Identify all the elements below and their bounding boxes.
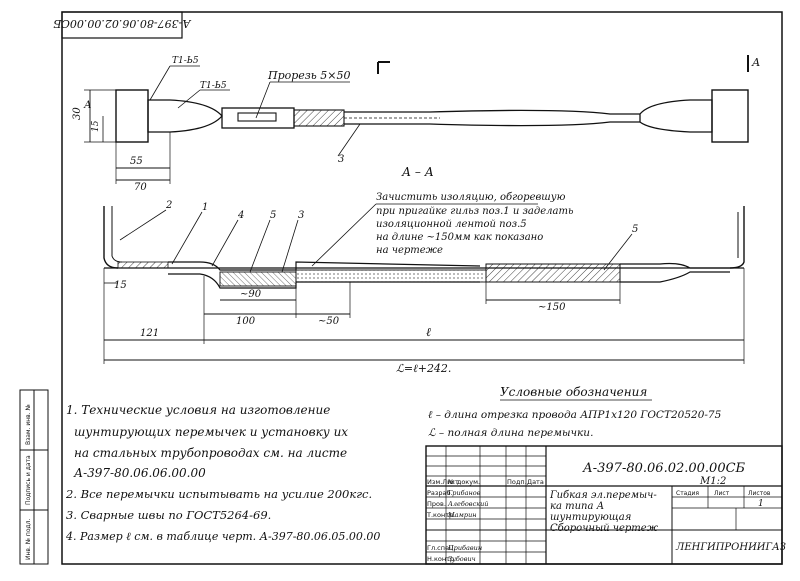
tb-row5-role: Н.контр.	[427, 555, 456, 563]
label-slot: Прорезь 5×50	[267, 69, 351, 82]
tb-scale: М1:2	[699, 476, 726, 487]
top-code-box	[61, 11, 183, 39]
weld-left	[117, 261, 169, 269]
cable-top-edge	[344, 109, 640, 115]
right-lug	[711, 89, 749, 143]
side-stamp: Инв. № подл. Подпись и дата Взам. инв. №	[19, 389, 49, 565]
tape-winding	[293, 109, 345, 127]
right-flange	[729, 206, 745, 269]
note-line4: на длине ~150мм как показано	[376, 232, 543, 243]
section-a-left: А	[83, 100, 92, 111]
tb-row3-name: Мамрин	[447, 511, 477, 519]
note-1b: шунтирующих перемычек и установку их	[74, 425, 348, 439]
note-1a: 1. Технические условия на изготовление	[66, 403, 330, 417]
dim-15-top: 15	[91, 120, 101, 132]
pos-4: 4	[237, 210, 244, 221]
title-block: А-397-80.06.02.00.00СБ Гибкая эл.перемыч…	[425, 445, 786, 565]
dim-l: ℓ	[426, 325, 431, 339]
tb-org: ЛЕНГИПРОНИИГАЗ	[675, 542, 786, 553]
tape-section	[485, 263, 621, 283]
legend-L: ℒ – полная длина перемычки.	[428, 427, 593, 439]
cable-bottom-edge	[344, 121, 640, 127]
note-line1: Зачистить изоляцию, обгоревшую	[376, 192, 566, 203]
tb-row2-role: Пров.	[427, 500, 446, 508]
slot-body	[221, 107, 295, 129]
tb-row0-date: Дата	[527, 478, 544, 486]
pos-5-right: 5	[632, 224, 638, 235]
tb-row1-role: Разраб.	[427, 489, 453, 497]
note-2: 2. Все перемычки испытывать на усилие 20…	[65, 487, 372, 501]
note-line3: изоляционной лентой поз.5	[376, 219, 527, 230]
tb-sheets-label: Листов	[748, 490, 771, 497]
dim-121: 121	[140, 328, 159, 339]
section-marker-left	[377, 61, 390, 74]
pos-1: 1	[202, 202, 208, 213]
note-1c: на стальных трубопроводах см. на листе	[74, 446, 347, 460]
section-title: А – А	[401, 165, 434, 179]
tb-row5-name: Зубович	[448, 555, 476, 563]
note-4: 4. Размер ℓ см. в таблице черт. А-397-80…	[65, 530, 380, 543]
tb-row3-role: Т.контр.	[426, 511, 455, 519]
tb-row0-role: Изм.Лист	[427, 478, 459, 486]
dim-90: ~90	[240, 289, 262, 300]
slot	[237, 112, 277, 122]
right-sleeve	[639, 99, 713, 133]
side-stamp-col3: Взам. инв. №	[25, 404, 32, 445]
dim-150: ~150	[538, 302, 566, 313]
section-mark-label: А	[751, 56, 760, 69]
tb-row0-sign: Подп.	[507, 478, 527, 486]
note-1d: А-397-80.06.06.00.00	[73, 466, 206, 480]
pos-5: 5	[270, 210, 276, 221]
dim-50: ~50	[318, 316, 340, 327]
pos-2: 2	[165, 200, 172, 211]
note-3: 3. Сварные швы по ГОСТ5264-69.	[66, 508, 271, 522]
tb-row4-name: Прибавин	[447, 544, 482, 552]
tb-name-1: Гибкая эл.перемыч-	[549, 490, 657, 501]
section-view: А – А Зачистить изоляцию, обгоревшую при…	[103, 165, 745, 375]
note-line5: на чертеже	[376, 245, 443, 256]
tb-stage-label: Стадия	[676, 490, 699, 497]
legend: Условные обозначения ℓ – длина отрезка п…	[428, 385, 722, 439]
tb-sheet-label: Лист	[714, 490, 730, 497]
dim-70: 70	[134, 182, 147, 193]
legend-l: ℓ – длина отрезка провода АПР1х120 ГОСТ2…	[428, 409, 722, 421]
pos-3: 3	[298, 210, 304, 221]
tb-row1-name: Грибанов	[447, 489, 481, 497]
dim-30: 30	[72, 107, 83, 120]
tb-name-4: Сборочный чертеж	[550, 523, 659, 534]
sheet-frame	[61, 11, 783, 565]
top-code-mirrored: А-397-80.06.02.00.00СБ	[53, 17, 191, 30]
technical-notes: 1. Технические условия на изготовление ш…	[65, 403, 380, 543]
tb-row2-name: Алебовский	[447, 500, 488, 508]
side-stamp-col2: Подпись и дата	[25, 455, 32, 505]
left-sleeve	[147, 99, 223, 133]
left-lug	[115, 89, 149, 143]
left-flange	[103, 206, 119, 269]
tb-row4-role: Гл.спец.	[427, 544, 456, 552]
tb-sheets-value: 1	[758, 499, 764, 509]
tb-name-2: ка типа А	[550, 501, 604, 512]
tb-name-3: шунтирующая	[550, 512, 631, 523]
dim-15-left: 15	[114, 280, 127, 291]
label-part3-top: 3	[338, 154, 344, 165]
dim-100: 100	[236, 316, 256, 327]
legend-title: Условные обозначения	[500, 385, 647, 399]
label-t1-top: Т1-Ь5	[172, 56, 199, 66]
top-view: 30 15 А 55 70 Т1-Ь5 Т1-Ь5 Прорезь 5×50 3	[72, 56, 749, 193]
dim-L: ℒ=ℓ+242.	[396, 362, 451, 375]
sleeve-section	[219, 271, 297, 287]
dim-55: 55	[130, 156, 143, 167]
tb-code: А-397-80.06.02.00.00СБ	[582, 461, 746, 476]
note-line2: при пригайке гильз поз.1 и заделать	[376, 206, 573, 217]
cable-section	[295, 269, 487, 283]
section-marker-right: А	[747, 55, 760, 72]
side-stamp-col1: Инв. № подл.	[25, 519, 32, 560]
tb-row0-name: № докум.	[447, 478, 480, 486]
label-t1-bottom: Т1-Ь5	[200, 81, 227, 91]
